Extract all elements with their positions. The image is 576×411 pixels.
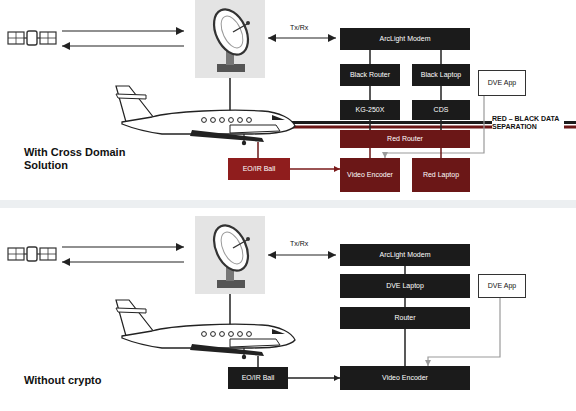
box-label: CDS	[434, 106, 449, 114]
aircraft	[116, 86, 295, 145]
box-label: KG-250X	[356, 106, 385, 114]
txrx-arrow	[268, 37, 336, 38]
device-box: DVE Laptop	[340, 274, 470, 298]
box-label: EO/IR Ball	[242, 374, 275, 382]
satellite-icon	[8, 31, 56, 45]
connector	[440, 148, 442, 158]
box-label: DVE App	[488, 282, 516, 290]
box-label: DVE App	[488, 79, 516, 87]
signal-label: Tx/Rx	[290, 240, 308, 248]
panel-heading: Without crypto	[24, 374, 102, 387]
downlink-arrow	[62, 246, 184, 247]
connector	[369, 148, 371, 158]
connector	[369, 120, 371, 130]
satellite-icon	[8, 247, 56, 261]
connector	[440, 120, 442, 130]
box-label: DVE Laptop	[386, 282, 424, 290]
device-box: EO/IR Ball	[228, 158, 290, 180]
box-label: Router	[394, 314, 415, 322]
antenna-dome	[195, 0, 265, 78]
panel-heading: With Cross Domain Solution	[24, 146, 142, 171]
signal-label: Tx/Rx	[290, 24, 308, 32]
box-label: Black Router	[350, 71, 390, 79]
device-box: DVE App	[478, 70, 526, 96]
box-label: Black Laptop	[421, 71, 461, 79]
antenna-dome	[195, 216, 265, 294]
box-label: EO/IR Ball	[243, 165, 276, 173]
connector	[404, 298, 406, 307]
connector	[440, 86, 442, 100]
sensor-mount	[257, 356, 259, 367]
device-box: Black Laptop	[412, 64, 470, 86]
connector	[369, 50, 371, 64]
antenna-mount	[229, 294, 231, 325]
device-box: Video Encoder	[340, 158, 400, 192]
antenna-mount	[229, 78, 231, 111]
device-box: KG-250X	[340, 100, 400, 120]
connector	[404, 329, 406, 366]
connector	[440, 50, 442, 64]
uplink-arrow	[62, 261, 184, 262]
box-label: Red Router	[387, 135, 423, 143]
device-box: Black Router	[340, 64, 400, 86]
device-box: Red Router	[340, 130, 470, 148]
device-box: DVE App	[478, 274, 526, 298]
box-label: Video Encoder	[347, 171, 393, 179]
connector	[369, 86, 371, 100]
txrx-arrow	[268, 254, 336, 255]
connector	[404, 266, 406, 274]
device-box: Router	[340, 307, 470, 329]
device-box: CDS	[412, 100, 470, 120]
box-label: ArcLight Modem	[380, 251, 431, 259]
box-label: ArcLight Modem	[380, 35, 431, 43]
connector	[290, 168, 340, 170]
box-label: Red Laptop	[423, 171, 459, 179]
signal-label: RED – BLACK DATA SEPARATION	[492, 115, 564, 131]
device-box: ArcLight Modem	[340, 28, 470, 50]
device-box: Video Encoder	[340, 366, 470, 390]
sensor-mount	[257, 142, 259, 158]
connector	[288, 377, 340, 379]
device-box: EO/IR Ball	[228, 367, 288, 389]
aircraft	[116, 300, 295, 359]
device-box: ArcLight Modem	[340, 244, 470, 266]
device-box: Red Laptop	[412, 158, 470, 192]
box-label: Video Encoder	[382, 374, 428, 382]
panel-divider	[0, 200, 576, 208]
downlink-arrow	[62, 30, 184, 31]
uplink-arrow	[62, 45, 184, 46]
